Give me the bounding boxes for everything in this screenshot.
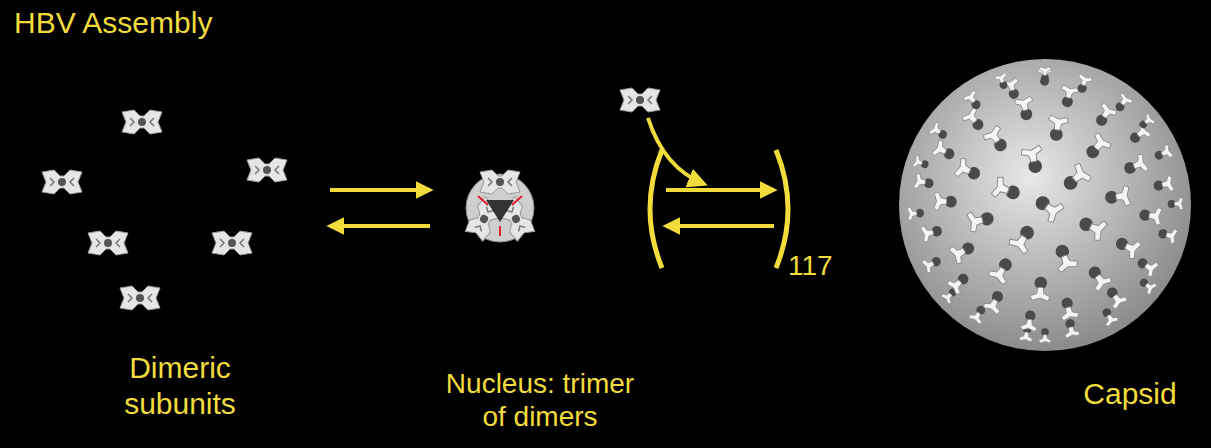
capsid-spike	[1081, 132, 1112, 164]
capsid-spike	[1083, 262, 1112, 292]
capsid-spike	[1062, 318, 1080, 339]
capsid-spike	[1014, 96, 1037, 122]
capsid-spike	[931, 139, 957, 164]
dimer-cluster	[42, 110, 287, 310]
capsid-spike	[1152, 175, 1174, 194]
equilibrium-arrow	[666, 188, 774, 192]
incoming-dimer	[620, 88, 660, 112]
capsid-spike	[1020, 309, 1039, 331]
capsid-spike	[921, 253, 943, 274]
figure-caption: Capsid	[1065, 376, 1195, 412]
capsid-spike	[1030, 190, 1065, 224]
capsid-spike	[1138, 206, 1162, 226]
capsid-spike	[1058, 162, 1092, 196]
capsid-spike	[928, 121, 950, 142]
capsid-spike	[934, 192, 957, 211]
capsid-spike	[1050, 242, 1079, 273]
figure-group: Capsid	[790, 30, 1205, 440]
capsid-spike	[1057, 296, 1079, 321]
count-label: 117	[788, 250, 833, 282]
capsid-spike	[1030, 276, 1051, 301]
capsid-spike	[946, 269, 972, 295]
capsid-spike	[1137, 113, 1156, 131]
capsid-spike	[1020, 145, 1047, 176]
capsid-spike	[1007, 221, 1039, 255]
capsid-spike	[913, 173, 934, 192]
equilibrium-arrow	[666, 224, 774, 228]
bracket	[650, 150, 662, 268]
figure-group: Nucleus: trimer of dimers	[430, 150, 650, 440]
capsid-spike	[1126, 122, 1152, 147]
diagram-title: HBV Assembly	[14, 6, 212, 40]
capsid-spike	[954, 157, 984, 185]
capsid-spike	[920, 222, 944, 243]
capsid-spike	[966, 207, 995, 233]
capsid-spike	[1137, 275, 1158, 295]
capsid-spike	[1104, 185, 1131, 208]
capsid-spike	[948, 237, 977, 265]
capsid-spike	[1074, 74, 1093, 95]
bracket	[776, 150, 788, 268]
capsid-spike	[1168, 197, 1184, 210]
capsid-spike	[1102, 283, 1128, 309]
capsid-spike	[1039, 328, 1051, 343]
nucleus-trimer	[464, 170, 537, 242]
capsid-shell	[899, 59, 1191, 351]
capsid-spike	[1121, 153, 1149, 179]
capsid-spike	[962, 89, 984, 112]
equilibrium-arrow	[330, 224, 430, 228]
capsid-spike	[1157, 226, 1178, 245]
figure-group: Dimeric subunits	[30, 90, 330, 430]
figure-caption: Nucleus: trimer of dimers	[445, 367, 635, 434]
capsid-spike	[1058, 85, 1079, 109]
capsid-spike	[1039, 67, 1051, 82]
capsid-spike	[982, 288, 1007, 315]
figure-caption: Dimeric subunits	[80, 350, 280, 422]
capsid-spike	[912, 155, 930, 171]
capsid-spike	[1134, 254, 1159, 278]
capsid-spike	[991, 175, 1023, 205]
capsid-spike	[1152, 144, 1173, 164]
capsid-spike	[907, 206, 924, 221]
capsid-spike	[961, 107, 988, 135]
capsid-spike	[994, 72, 1011, 90]
equilibrium-arrow	[330, 188, 430, 192]
capsid-spike	[1091, 102, 1118, 130]
capsid-spike	[1002, 78, 1023, 101]
capsid-spike	[1076, 212, 1108, 242]
capsid-spike	[987, 254, 1017, 286]
capsid-spike	[982, 125, 1012, 156]
capsid-spike	[1045, 115, 1069, 142]
capsid-spike	[1112, 92, 1134, 114]
capsid-spike	[1112, 233, 1142, 261]
